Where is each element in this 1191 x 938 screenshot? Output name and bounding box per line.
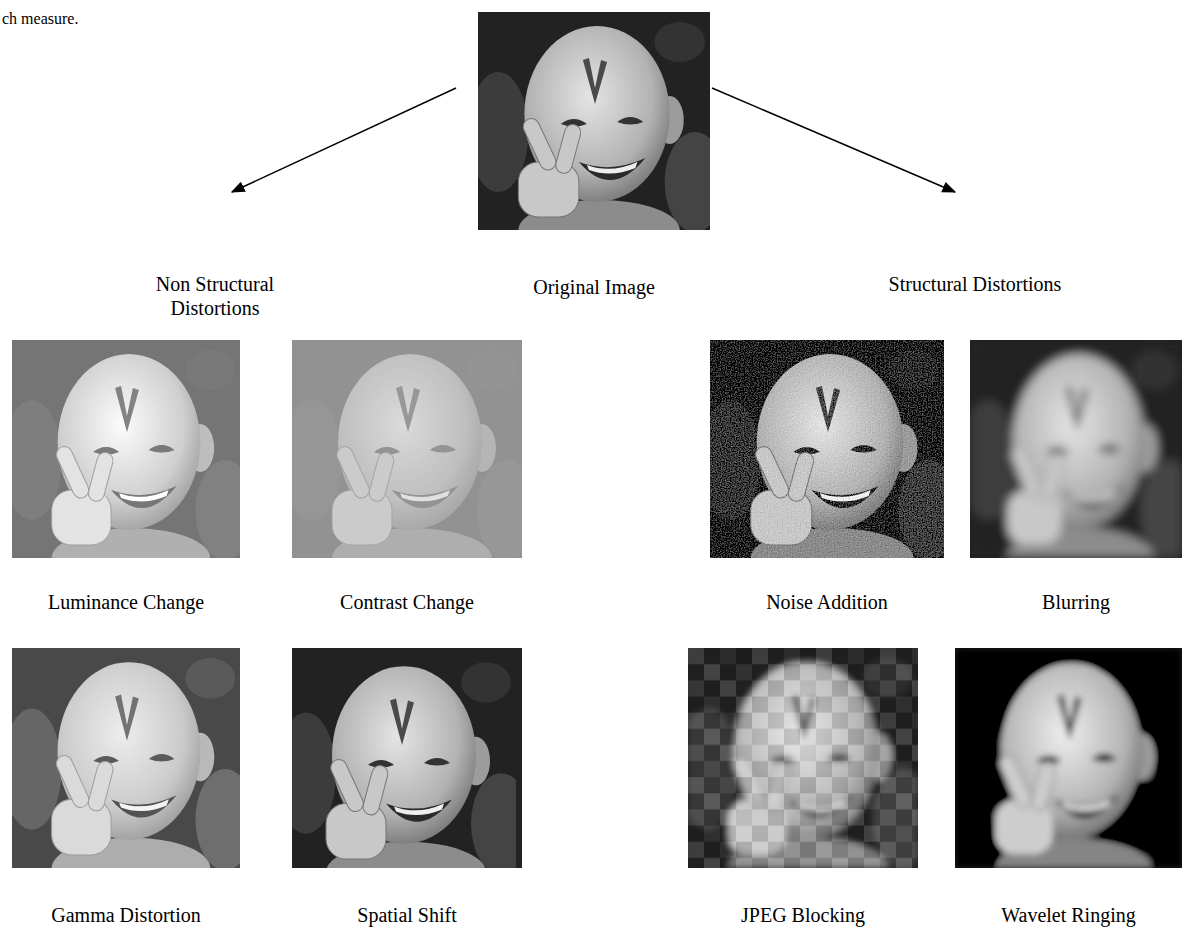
image-node: Gamma Distortion — [12, 648, 240, 927]
image-node: JPEG Blocking — [688, 648, 918, 927]
caption-text: Wavelet Ringing — [955, 903, 1182, 927]
cut-off-text: ch measure. — [2, 10, 78, 28]
image-space — [955, 648, 1182, 903]
wavelet-photo — [945, 648, 1191, 898]
image-space — [12, 340, 240, 590]
category-label: Structural Distortions — [875, 196, 1075, 296]
original-photo — [468, 12, 725, 260]
shift-photo — [276, 648, 531, 902]
caption-text: Contrast Change — [292, 590, 522, 614]
image-node: Spatial Shift — [292, 648, 522, 927]
image-node: Original Image — [478, 12, 710, 299]
image-space — [688, 648, 918, 903]
caption-text: Non Structural Distortions — [115, 272, 315, 320]
image-space — [970, 340, 1182, 590]
caption-text: Spatial Shift — [292, 903, 522, 927]
caption-text: Luminance Change — [12, 590, 240, 614]
image-space — [292, 340, 522, 590]
image-node: Blurring — [970, 340, 1182, 614]
arrow-line — [232, 88, 456, 192]
luminance-photo — [2, 340, 255, 588]
caption-text: Noise Addition — [710, 590, 944, 614]
jpeg-photo — [678, 648, 933, 898]
image-node: Luminance Change — [12, 340, 240, 614]
image-space — [12, 648, 240, 903]
caption-text: Gamma Distortion — [12, 903, 240, 927]
image-space — [478, 12, 710, 275]
image-node: Wavelet Ringing — [955, 648, 1182, 927]
caption-text: Blurring — [970, 590, 1182, 614]
category-label: Non Structural Distortions — [115, 196, 315, 320]
arrow-line — [712, 88, 955, 192]
image-node: Contrast Change — [292, 340, 522, 614]
caption-text: Structural Distortions — [875, 272, 1075, 296]
contrast-photo — [282, 340, 537, 588]
noise-photo — [700, 340, 959, 588]
caption-text: JPEG Blocking — [688, 903, 918, 927]
gamma-photo — [2, 648, 255, 898]
image-node: Noise Addition — [710, 340, 944, 614]
image-space — [292, 648, 522, 903]
image-space — [710, 340, 944, 590]
blur-photo — [961, 340, 1191, 588]
caption-text: Original Image — [478, 275, 710, 299]
